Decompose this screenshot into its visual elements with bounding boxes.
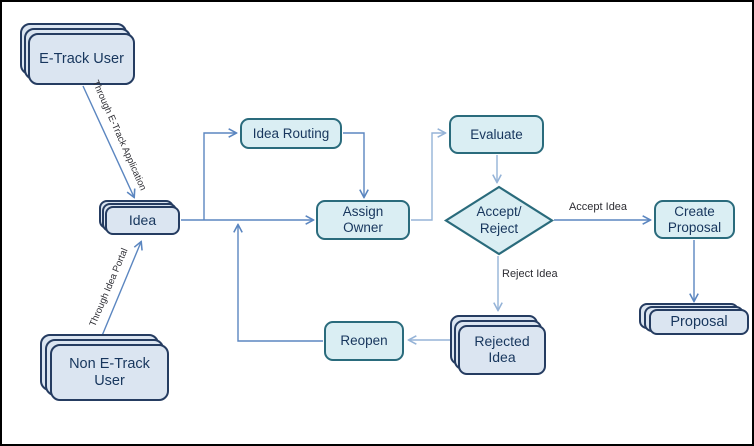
node-label: Proposal xyxy=(670,313,728,330)
connector-reopen-to-main-line xyxy=(238,225,323,342)
node-label: Rejected Idea xyxy=(474,333,530,365)
node-label: E-Track User xyxy=(39,50,124,67)
node-reopen: Reopen xyxy=(324,321,404,361)
edge-label-reject-idea: Reject Idea xyxy=(502,268,558,280)
node-assign-owner: Assign Owner xyxy=(316,200,410,240)
node-label: Evaluate xyxy=(470,126,523,142)
node-rejected-idea-label: Rejected Idea xyxy=(458,325,546,375)
connector-idea-routing-to-assign-owner xyxy=(343,132,364,197)
node-label: Assign Owner xyxy=(342,204,384,235)
connector-nonetrack-to-idea xyxy=(98,242,141,344)
node-evaluate: Evaluate xyxy=(449,115,544,154)
node-non-etrack-user-label: Non E-Track User xyxy=(50,344,169,401)
node-idea-routing: Idea Routing xyxy=(240,118,342,149)
node-proposal-label: Proposal xyxy=(649,309,749,335)
decision-label-line1: Accept/ xyxy=(476,204,522,220)
node-label: Create Proposal xyxy=(667,203,722,235)
node-label: Idea Routing xyxy=(252,125,330,141)
node-create-proposal: Create Proposal xyxy=(654,200,735,239)
node-etrack-user-label: E-Track User xyxy=(28,33,135,85)
edge-label-accept-idea: Accept Idea xyxy=(568,201,628,213)
accept-reject-decision-shape xyxy=(443,185,555,256)
node-label: Non E-Track User xyxy=(69,356,150,389)
node-accept-reject-label: Accept/ Reject xyxy=(454,193,544,248)
node-label: Idea xyxy=(128,211,157,228)
decision-label-line2: Reject xyxy=(479,220,519,236)
connector-idea-to-idea-routing xyxy=(203,133,236,220)
node-label: Reopen xyxy=(340,333,388,349)
connector-etrack-to-idea xyxy=(82,85,134,197)
connector-assign-owner-to-evaluate xyxy=(411,133,445,221)
node-idea-label: Idea xyxy=(105,206,180,235)
